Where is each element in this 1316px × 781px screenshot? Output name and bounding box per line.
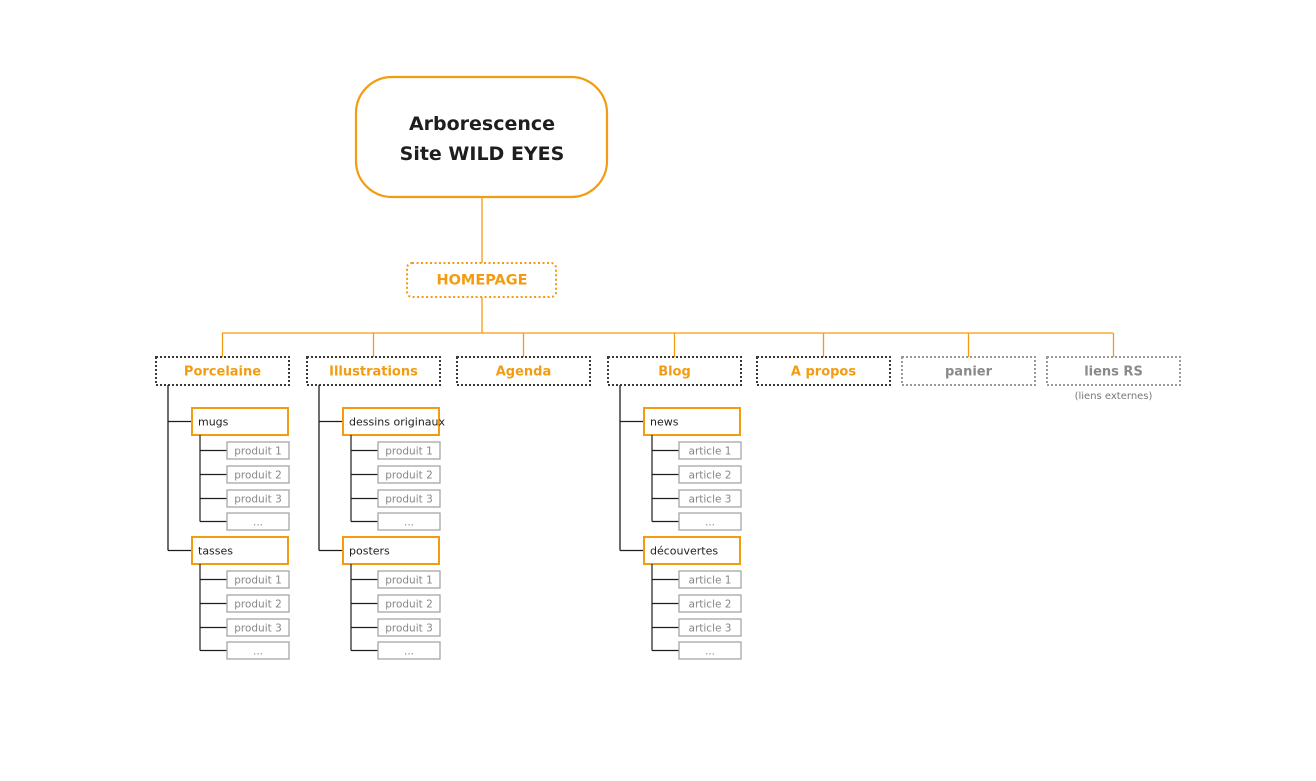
leaf-label: produit 2 xyxy=(234,599,282,611)
leaf-node[interactable]: produit 3 xyxy=(377,618,441,637)
leaf-node[interactable]: produit 1 xyxy=(377,570,441,589)
leaf-node[interactable]: produit 3 xyxy=(226,489,290,508)
leaf-label: article 2 xyxy=(689,599,732,611)
leaf-label: article 3 xyxy=(689,623,732,635)
category-porcelaine[interactable]: Porcelaine xyxy=(155,356,290,386)
title-line-1: Arborescence xyxy=(409,113,555,135)
title-line-2: Site WILD EYES xyxy=(400,143,565,165)
leaf-label: produit 3 xyxy=(234,494,282,506)
category-nodes: Porcelaine Illustrations Agenda Blog A propo… xyxy=(155,356,1181,402)
leaf-label: produit 2 xyxy=(234,470,282,482)
top-connectors xyxy=(222,198,1113,334)
leaf-label: produit 3 xyxy=(385,494,433,506)
leaf-label: produit 1 xyxy=(234,575,282,587)
leaf-label: produit 2 xyxy=(385,470,433,482)
leaf-node[interactable]: produit 1 xyxy=(226,570,290,589)
title-node: Arborescence Site WILD EYES xyxy=(354,75,609,199)
subpage-illustrations-1[interactable]: posters xyxy=(342,536,440,565)
category-apropos[interactable]: A propos xyxy=(756,356,891,386)
category-label-porcelaine: Porcelaine xyxy=(184,365,261,380)
leaf-label: produit 1 xyxy=(385,575,433,587)
leaf-node[interactable]: produit 2 xyxy=(226,594,290,613)
leaf-label: ... xyxy=(705,646,715,658)
leaf-label: produit 3 xyxy=(385,623,433,635)
leaf-label: ... xyxy=(705,517,715,529)
leaf-node[interactable]: produit 3 xyxy=(226,618,290,637)
subpage-blog-1[interactable]: découvertes xyxy=(643,536,741,565)
subpage-label: tasses xyxy=(198,545,233,558)
subtrees: mugs produit 1 produit 2 produit 3... tasses… xyxy=(167,385,742,660)
subpage-illustrations-0[interactable]: dessins originaux xyxy=(342,407,445,436)
leaf-node[interactable]: ... xyxy=(377,641,441,660)
leaf-node[interactable]: article 3 xyxy=(678,618,742,637)
homepage-label: HOMEPAGE xyxy=(436,273,527,289)
category-illustrations[interactable]: Illustrations xyxy=(306,356,441,386)
category-connectors xyxy=(221,333,1115,357)
leaf-label: ... xyxy=(404,646,414,658)
homepage-node[interactable]: HOMEPAGE xyxy=(406,262,557,298)
subpage-label: posters xyxy=(349,545,390,558)
leaf-label: produit 2 xyxy=(385,599,433,611)
leaf-label: ... xyxy=(404,517,414,529)
category-label-illustrations: Illustrations xyxy=(329,365,418,380)
category-label-liens-rs: liens RS xyxy=(1084,365,1143,380)
leaf-node[interactable]: produit 2 xyxy=(377,594,441,613)
leaf-label: ... xyxy=(253,517,263,529)
leaf-node[interactable]: produit 2 xyxy=(377,465,441,484)
category-label-agenda: Agenda xyxy=(496,365,552,380)
subpage-label: mugs xyxy=(198,416,229,429)
category-panier[interactable]: panier xyxy=(901,356,1036,386)
leaf-label: produit 1 xyxy=(385,446,433,458)
category-label-blog: Blog xyxy=(658,365,691,380)
category-liens-rs[interactable]: liens RS (liens externes) xyxy=(1046,356,1181,402)
leaf-node[interactable]: article 3 xyxy=(678,489,742,508)
subpage-label: news xyxy=(650,416,679,429)
leaf-label: article 3 xyxy=(689,494,732,506)
leaf-node[interactable]: produit 1 xyxy=(377,441,441,460)
leaf-node[interactable]: ... xyxy=(226,641,290,660)
leaf-label: produit 3 xyxy=(234,623,282,635)
leaf-node[interactable]: ... xyxy=(678,512,742,531)
leaf-label: article 2 xyxy=(689,470,732,482)
leaf-node[interactable]: article 2 xyxy=(678,594,742,613)
subpage-label: dessins originaux xyxy=(349,416,445,429)
leaf-label: produit 1 xyxy=(234,446,282,458)
category-blog[interactable]: Blog xyxy=(607,356,742,386)
subpage-label: découvertes xyxy=(650,545,718,558)
subpage-porcelaine-0[interactable]: mugs xyxy=(191,407,289,436)
leaf-label: article 1 xyxy=(689,446,732,458)
category-agenda[interactable]: Agenda xyxy=(456,356,591,386)
category-label-apropos: A propos xyxy=(791,365,856,380)
leaf-node[interactable]: article 1 xyxy=(678,441,742,460)
subpage-porcelaine-1[interactable]: tasses xyxy=(191,536,289,565)
leaf-node[interactable]: ... xyxy=(226,512,290,531)
leaf-node[interactable]: ... xyxy=(377,512,441,531)
leaf-node[interactable]: produit 2 xyxy=(226,465,290,484)
leaf-label: article 1 xyxy=(689,575,732,587)
leaf-node[interactable]: ... xyxy=(678,641,742,660)
category-note-liens-rs: (liens externes) xyxy=(1075,391,1153,402)
subpage-blog-0[interactable]: news xyxy=(643,407,741,436)
leaf-node[interactable]: article 1 xyxy=(678,570,742,589)
leaf-node[interactable]: article 2 xyxy=(678,465,742,484)
category-label-panier: panier xyxy=(945,365,993,380)
leaf-node[interactable]: produit 3 xyxy=(377,489,441,508)
leaf-node[interactable]: produit 1 xyxy=(226,441,290,460)
leaf-label: ... xyxy=(253,646,263,658)
